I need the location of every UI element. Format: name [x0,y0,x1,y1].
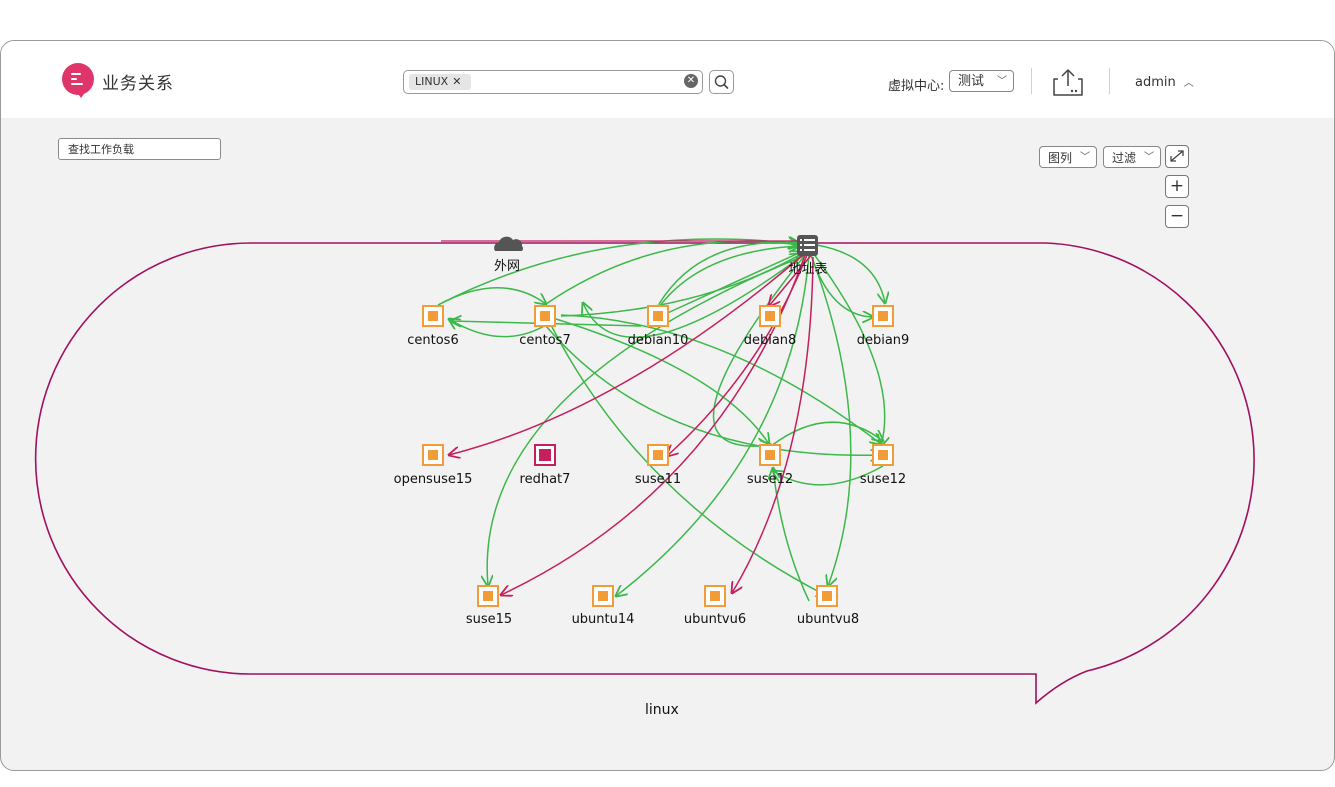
edge [660,252,801,317]
filter-label: 过滤 [1112,151,1137,165]
edge [770,421,883,447]
node-ubuntvu8[interactable]: ubuntvu8 [797,585,859,627]
node-label: debian10 [628,333,689,348]
edge [773,468,810,602]
node-opensuse15[interactable]: opensuse15 [394,444,473,487]
node-debian10[interactable]: debian10 [628,305,689,348]
topology-graph: 外网 地址表 centos6 centos7 debian10 [34,235,1255,705]
zoom-out-button[interactable]: − [1165,205,1189,228]
node-centos7[interactable]: centos7 [519,305,571,348]
node-label: debian8 [744,333,797,348]
user-name: admin [1135,75,1176,90]
node-redhat7[interactable]: redhat7 [520,444,571,487]
node-label: suse12 [747,472,793,487]
node-ubuntu14[interactable]: ubuntu14 [572,585,635,627]
edge [732,256,814,593]
edge [816,244,885,303]
divider [1031,68,1032,94]
list-icon-lines [800,239,815,251]
address-table-node[interactable]: 地址表 [788,235,828,277]
group-label: linux [645,702,679,718]
chevron-up-icon: ︿ [1183,78,1194,89]
edge [773,465,884,486]
node-label: opensuse15 [394,472,473,487]
edge [583,252,807,339]
search-icon [714,75,729,89]
node-suse12-b[interactable]: suse12 [860,444,906,487]
chevron-down-icon: ﹀ [1080,152,1090,163]
filter-tag: LINUX✕ [409,74,472,90]
menu-logo-icon[interactable] [62,63,94,98]
edge [769,252,814,306]
node-label: centos7 [519,333,570,348]
node-suse11[interactable]: suse11 [635,444,681,487]
node-label: ubuntu14 [572,612,635,627]
search-button[interactable] [709,70,734,94]
find-workload-input[interactable] [58,138,221,160]
app-frame: 业务关系 LINUX✕ ✕ 虚拟中心: 测试 ﹀ admin︿ [0,40,1335,771]
linux-group-outline [34,242,1255,705]
edges-green [437,239,885,602]
chevron-down-icon: ﹀ [1144,152,1154,163]
node-label: ubuntvu6 [684,612,746,627]
virtual-center-value: 测试 [958,74,985,89]
tag-close-icon[interactable]: ✕ [452,75,462,88]
edge [545,241,799,305]
node-label: suse12 [860,472,906,487]
node-suse12-a[interactable]: suse12 [747,444,793,487]
upload-icon [1053,69,1083,96]
virtual-center-label: 虚拟中心: [888,79,945,94]
expand-icon [1170,150,1184,162]
edge [437,287,546,305]
edge [555,318,769,444]
edge [545,325,881,455]
node-debian8[interactable]: debian8 [744,305,797,348]
legend-select[interactable]: 图列 ﹀ [1039,146,1097,168]
user-menu[interactable]: admin ︿ [1135,74,1194,90]
cloud-icon [494,236,523,251]
legend-label: 图列 [1048,151,1073,165]
app-title: 业务关系 [102,74,174,94]
virtual-center-select[interactable]: 测试 ﹀ [949,70,1014,92]
node-label: redhat7 [520,472,571,487]
address-table-label: 地址表 [788,262,827,277]
search-box[interactable]: LINUX✕ ✕ [403,70,703,94]
node-label: suse11 [635,472,681,487]
edge [658,242,799,305]
edge [810,254,852,586]
edge [812,252,885,446]
clear-search-icon[interactable]: ✕ [684,74,698,88]
edge [560,314,881,444]
zoom-in-button[interactable]: + [1165,175,1189,198]
external-network-label: 外网 [494,259,520,274]
edge [449,254,804,455]
edges-magenta [441,240,814,595]
header: 业务关系 LINUX✕ ✕ 虚拟中心: 测试 ﹀ admin︿ [1,41,1334,118]
node-suse15[interactable]: suse15 [466,585,512,627]
filter-select[interactable]: 过滤 ﹀ [1103,146,1161,168]
fullscreen-button[interactable] [1165,145,1189,168]
node-debian9[interactable]: debian9 [857,305,910,348]
filter-tag-label: LINUX [415,75,449,88]
node-label: centos6 [407,333,458,348]
upload-button[interactable] [1051,67,1085,97]
edge [437,239,799,306]
chevron-down-icon: ﹀ [997,76,1007,87]
external-network-node[interactable]: 外网 [494,236,523,274]
edge [487,254,807,586]
edge [616,254,810,596]
node-label: ubuntvu8 [797,612,859,627]
node-centos6[interactable]: centos6 [407,305,459,348]
node-label: suse15 [466,612,512,627]
divider [1109,68,1110,94]
node-label: debian9 [857,333,910,348]
node-ubuntvu6[interactable]: ubuntvu6 [684,585,746,627]
edge [658,246,799,308]
